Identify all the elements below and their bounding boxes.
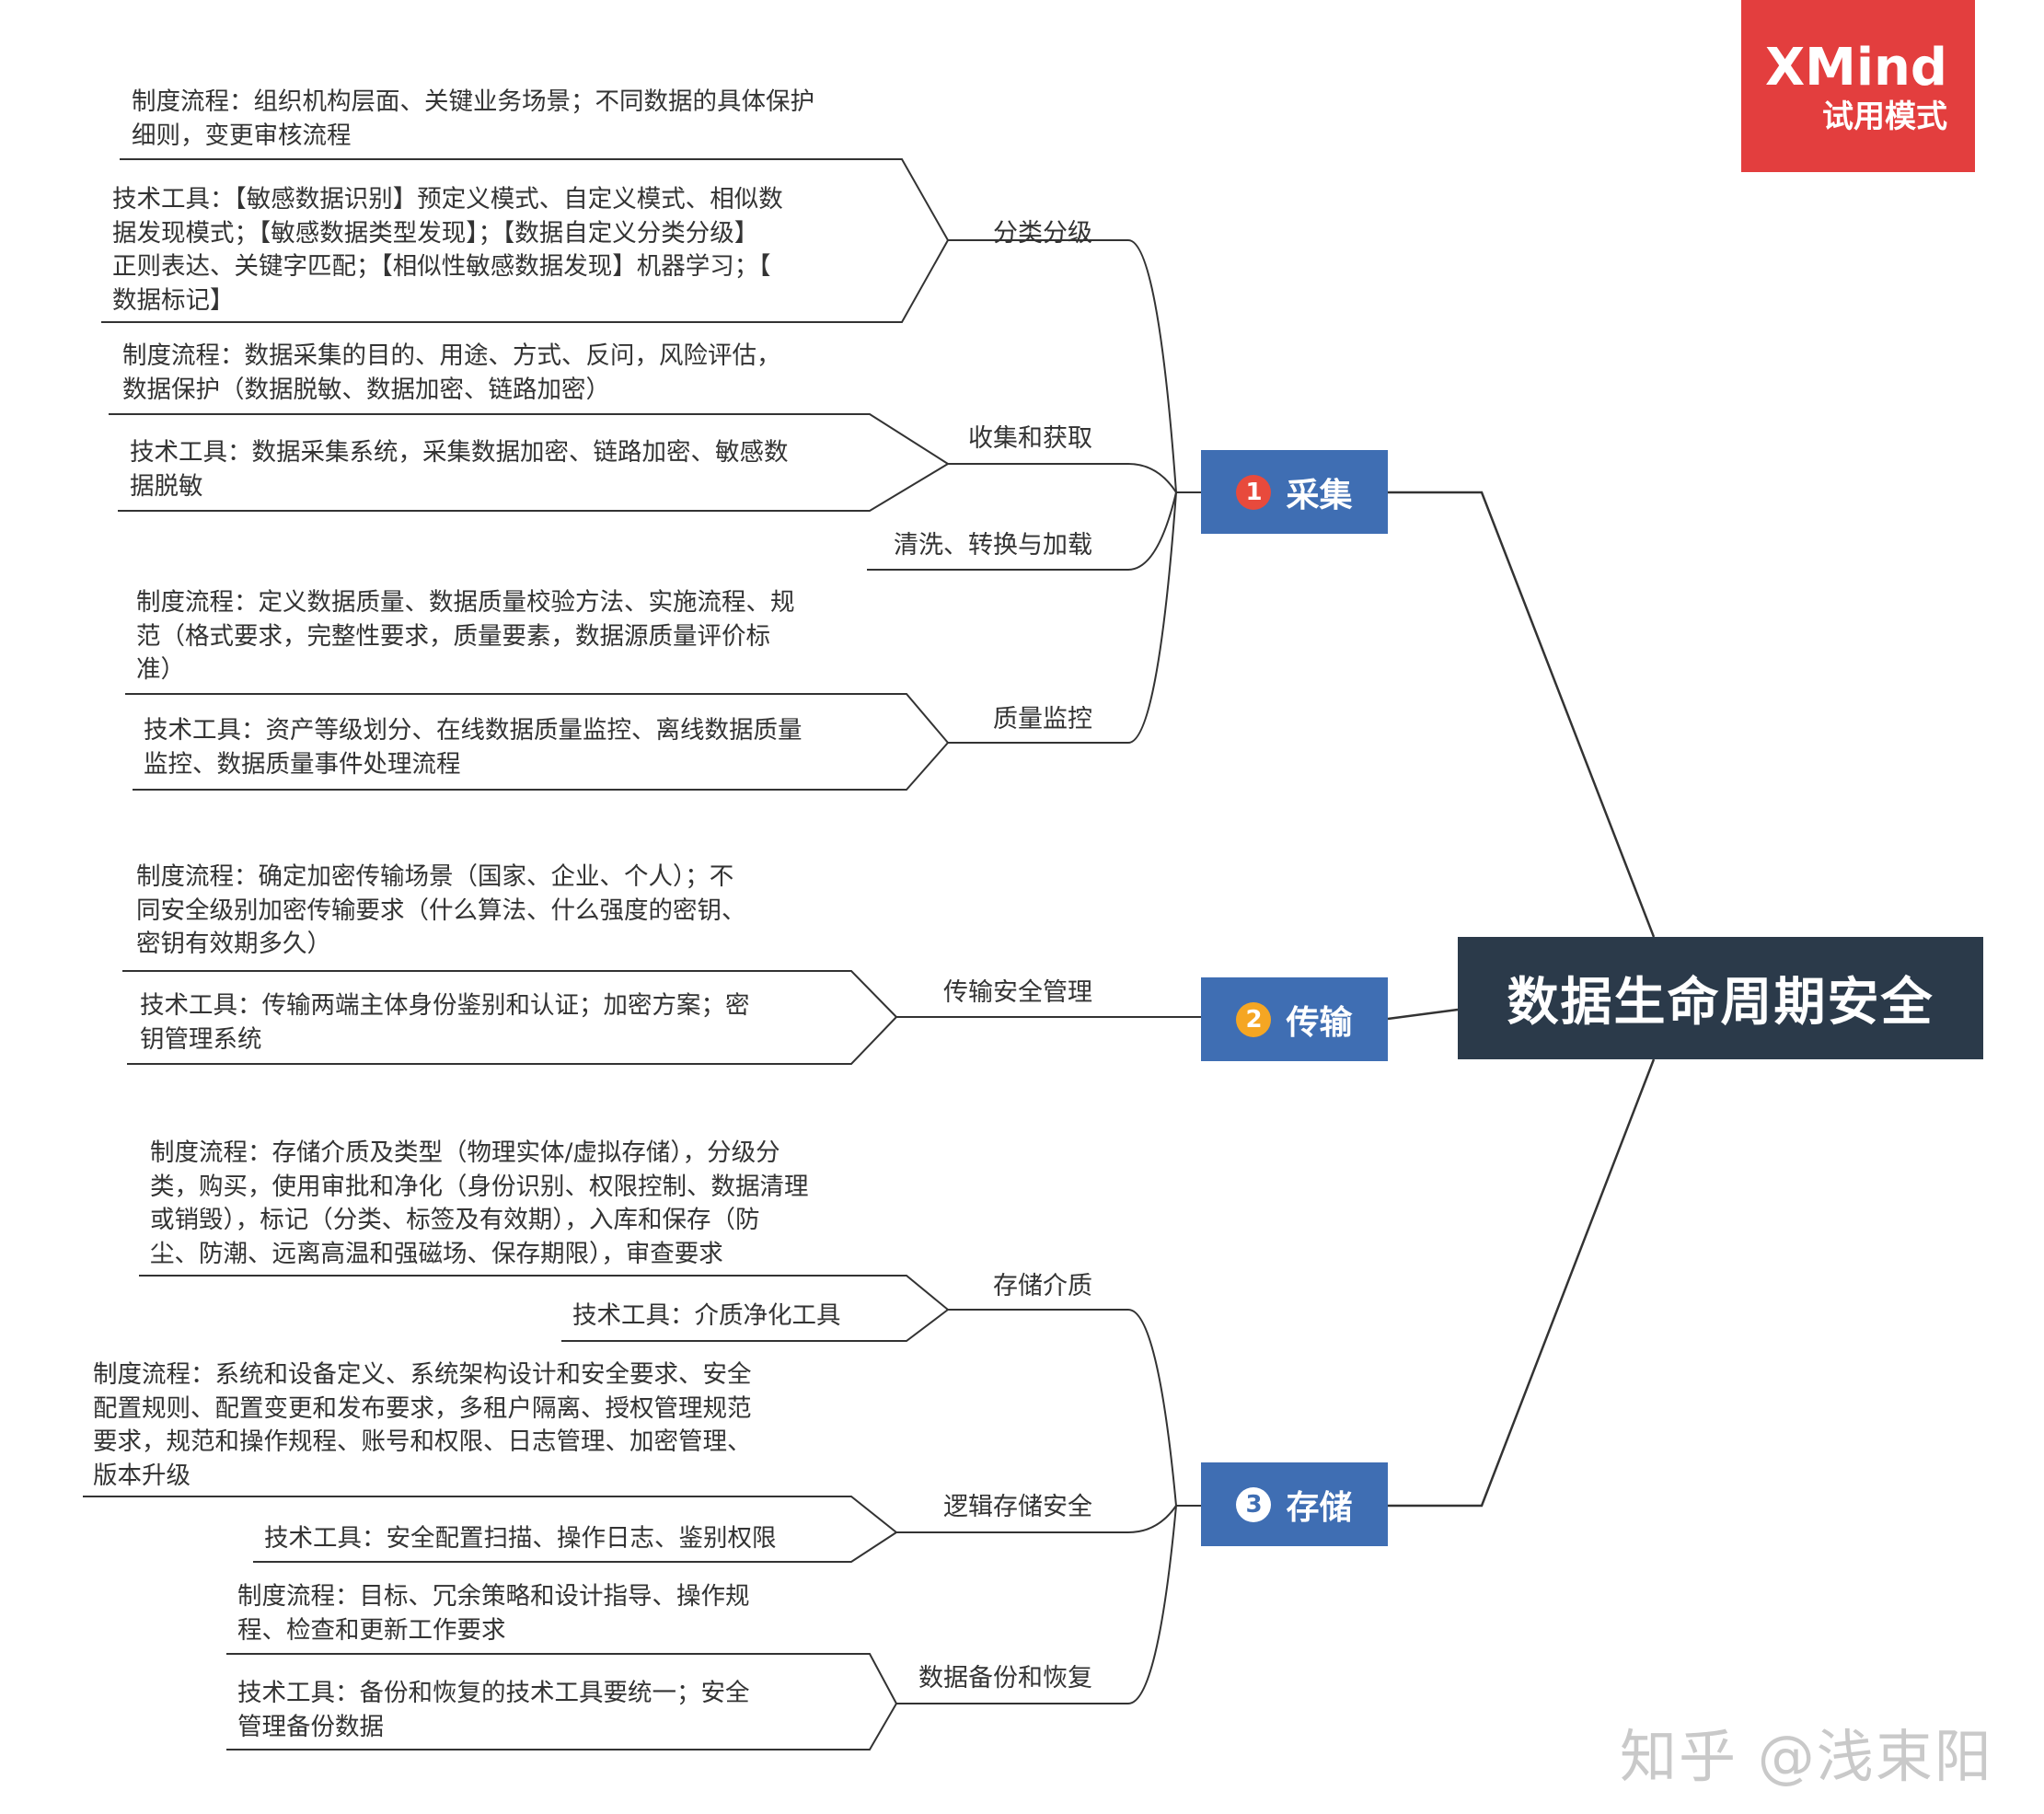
note-line: 技术工具：数据采集系统，采集数据加密、链路加密、敏感数 <box>130 438 789 467</box>
note-line: 制度流程：数据采集的目的、用途、方式、反问，风险评估， <box>122 341 781 370</box>
number-badge-icon: 2 <box>1236 1001 1272 1037</box>
note-line: 同安全级别加密传输要求（什么算法、什么强度的密钥、 <box>136 895 746 925</box>
connector-line <box>83 1496 897 1533</box>
note-line: 程、检查和更新工作要求 <box>237 1615 506 1645</box>
main-topic-label: 采集 <box>1286 476 1353 514</box>
note-line: 制度流程：定义数据质量、数据质量校验方法、实施流程、规 <box>136 588 795 617</box>
tools-note[interactable]: 技术工具：资产等级划分、在线数据质量监控、离线数据质量监控、数据质量事件处理流程 <box>144 714 803 781</box>
connector-line <box>1388 1058 1656 1508</box>
logo-brand: XMind <box>1764 38 1947 98</box>
logo-mode-label: 试用模式 <box>1822 98 1947 135</box>
connector-line <box>561 1309 949 1342</box>
note-line: 数据标记】 <box>112 285 235 315</box>
tools-note[interactable]: 技术工具：【敏感数据识别】预定义模式、自定义模式、相似数据发现模式；【敏感数据类… <box>112 183 783 318</box>
connector-line <box>1127 1309 1201 1507</box>
tools-note[interactable]: 技术工具：介质净化工具 <box>572 1300 841 1334</box>
connector-line <box>1387 1008 1459 1021</box>
connector-line <box>1127 491 1201 571</box>
connector-line <box>1127 1505 1201 1704</box>
connector-line <box>1388 491 1656 938</box>
note-line: 要求，规范和操作规程、账号和权限、日志管理、加密管理、 <box>93 1427 752 1456</box>
connector-line <box>109 413 949 465</box>
connector-line <box>127 1016 897 1065</box>
note-line: 监控、数据质量事件处理流程 <box>144 749 461 779</box>
connector-line <box>226 1703 897 1750</box>
connector-line <box>122 970 897 1018</box>
connector-line <box>139 1275 949 1311</box>
subtopic[interactable]: 数据备份和恢复 <box>918 1664 1092 1693</box>
tools-note[interactable]: 技术工具：传输两端主体身份鉴别和认证；加密方案；密钥管理系统 <box>140 989 750 1057</box>
tools-note[interactable]: 技术工具：数据采集系统，采集数据加密、链路加密、敏感数据脱敏 <box>130 436 789 503</box>
note-line: 数据保护（数据脱敏、数据加密、链路加密） <box>122 375 610 404</box>
number-badge-icon: 3 <box>1236 1486 1272 1522</box>
process-note[interactable]: 制度流程：定义数据质量、数据质量校验方法、实施流程、规范（格式要求，完整性要求，… <box>136 586 795 687</box>
subtopic[interactable]: 清洗、转换与加载 <box>894 531 1092 560</box>
watermark: 知乎 @浅束阳 <box>1620 1723 1993 1790</box>
connector-line <box>226 1653 897 1704</box>
note-line: 尘、防潮、远离高温和强磁场、保存期限），审查要求 <box>150 1239 723 1268</box>
note-line: 据发现模式；【敏感数据类型发现】；【数据自定义分类分级】 <box>112 218 759 248</box>
process-note[interactable]: 制度流程：确定加密传输场景（国家、企业、个人）；不同安全级别加密传输要求（什么算… <box>136 861 746 962</box>
note-line: 技术工具：传输两端主体身份鉴别和认证；加密方案；密 <box>140 991 750 1020</box>
central-topic[interactable]: 数据生命周期安全 <box>1458 937 1983 1059</box>
note-line: 技术工具：资产等级划分、在线数据质量监控、离线数据质量 <box>144 716 803 745</box>
connector-line <box>125 693 949 744</box>
tools-note[interactable]: 技术工具：安全配置扫描、操作日志、鉴别权限 <box>264 1522 777 1556</box>
note-line: 准） <box>136 655 185 684</box>
main-topic-1[interactable]: 1 采集 <box>1201 450 1388 534</box>
note-line: 技术工具：介质净化工具 <box>572 1301 841 1330</box>
subtopic[interactable]: 逻辑存储安全 <box>943 1493 1092 1521</box>
note-line: 技术工具：备份和恢复的技术工具要统一；安全 <box>237 1679 750 1707</box>
connector-line <box>1127 1505 1201 1533</box>
connector-line <box>120 158 949 241</box>
process-note[interactable]: 制度流程：系统和设备定义、系统架构设计和安全要求、安全配置规则、配置变更和发布要… <box>93 1358 752 1493</box>
note-line: 制度流程：目标、冗余策略和设计指导、操作规 <box>237 1582 750 1611</box>
tools-note[interactable]: 技术工具：备份和恢复的技术工具要统一；安全管理备份数据 <box>237 1677 750 1744</box>
note-line: 配置规则、配置变更和发布要求，多租户隔离、授权管理规范 <box>93 1393 752 1423</box>
note-line: 制度流程：存储介质及类型（物理实体/虚拟存储），分级分 <box>150 1138 780 1167</box>
connector-line <box>1127 463 1201 493</box>
subtopic[interactable]: 传输安全管理 <box>943 978 1092 1007</box>
main-topic-label: 传输 <box>1286 1003 1353 1042</box>
subtopic[interactable]: 质量监控 <box>993 705 1092 734</box>
note-line: 密钥有效期多久） <box>136 930 331 958</box>
connector-line <box>101 239 949 323</box>
subtopic[interactable]: 存储介质 <box>993 1272 1092 1300</box>
note-line: 管理备份数据 <box>237 1712 384 1741</box>
note-line: 或销毁），标记（分类、标签及有效期），入库和保存（防 <box>150 1206 760 1234</box>
note-line: 技术工具：安全配置扫描、操作日志、鉴别权限 <box>264 1524 777 1553</box>
subtopic[interactable]: 收集和获取 <box>968 424 1092 453</box>
connector-line <box>133 742 949 791</box>
main-topic-label: 存储 <box>1286 1488 1353 1527</box>
main-topic-2[interactable]: 2 传输 <box>1201 977 1388 1061</box>
number-badge-icon: 1 <box>1236 474 1272 510</box>
note-line: 制度流程：组织机构层面、关键业务场景；不同数据的具体保护 <box>132 87 814 116</box>
process-note[interactable]: 制度流程：数据采集的目的、用途、方式、反问，风险评估， 数据保护（数据脱敏、数据加… <box>122 340 781 407</box>
note-line: 技术工具：【敏感数据识别】预定义模式、自定义模式、相似数 <box>112 185 783 214</box>
connector-line <box>1127 491 1201 744</box>
note-line: 钥管理系统 <box>140 1024 262 1054</box>
process-note[interactable]: 制度流程：组织机构层面、关键业务场景；不同数据的具体保护细则，变更审核流程 <box>132 86 814 153</box>
process-note[interactable]: 制度流程：目标、冗余策略和设计指导、操作规程、检查和更新工作要求 <box>237 1580 750 1647</box>
connector-line <box>1127 239 1201 493</box>
note-line: 版本升级 <box>93 1461 191 1490</box>
note-line: 细则，变更审核流程 <box>132 121 352 150</box>
xmind-trial-logo: XMind 试用模式 <box>1741 0 1975 172</box>
connector-line <box>253 1531 897 1563</box>
main-topic-3[interactable]: 3 存储 <box>1201 1462 1388 1546</box>
note-line: 正则表达、关键字匹配；【相似性敏感数据发现】机器学习；【 <box>112 252 771 281</box>
connector-line <box>118 463 949 512</box>
note-line: 范（格式要求，完整性要求，质量要素，数据源质量评价标 <box>136 621 770 651</box>
note-line: 制度流程：系统和设备定义、系统架构设计和安全要求、安全 <box>93 1360 752 1389</box>
process-note[interactable]: 制度流程：存储介质及类型（物理实体/虚拟存储），分级分类，购买，使用审批和净化（… <box>150 1137 809 1271</box>
note-line: 据脱敏 <box>130 471 203 501</box>
note-line: 类，购买，使用审批和净化（身份识别、权限控制、数据清理 <box>150 1172 809 1201</box>
note-line: 制度流程：确定加密传输场景（国家、企业、个人）；不 <box>136 862 734 891</box>
subtopic[interactable]: 分类分级 <box>993 219 1092 248</box>
